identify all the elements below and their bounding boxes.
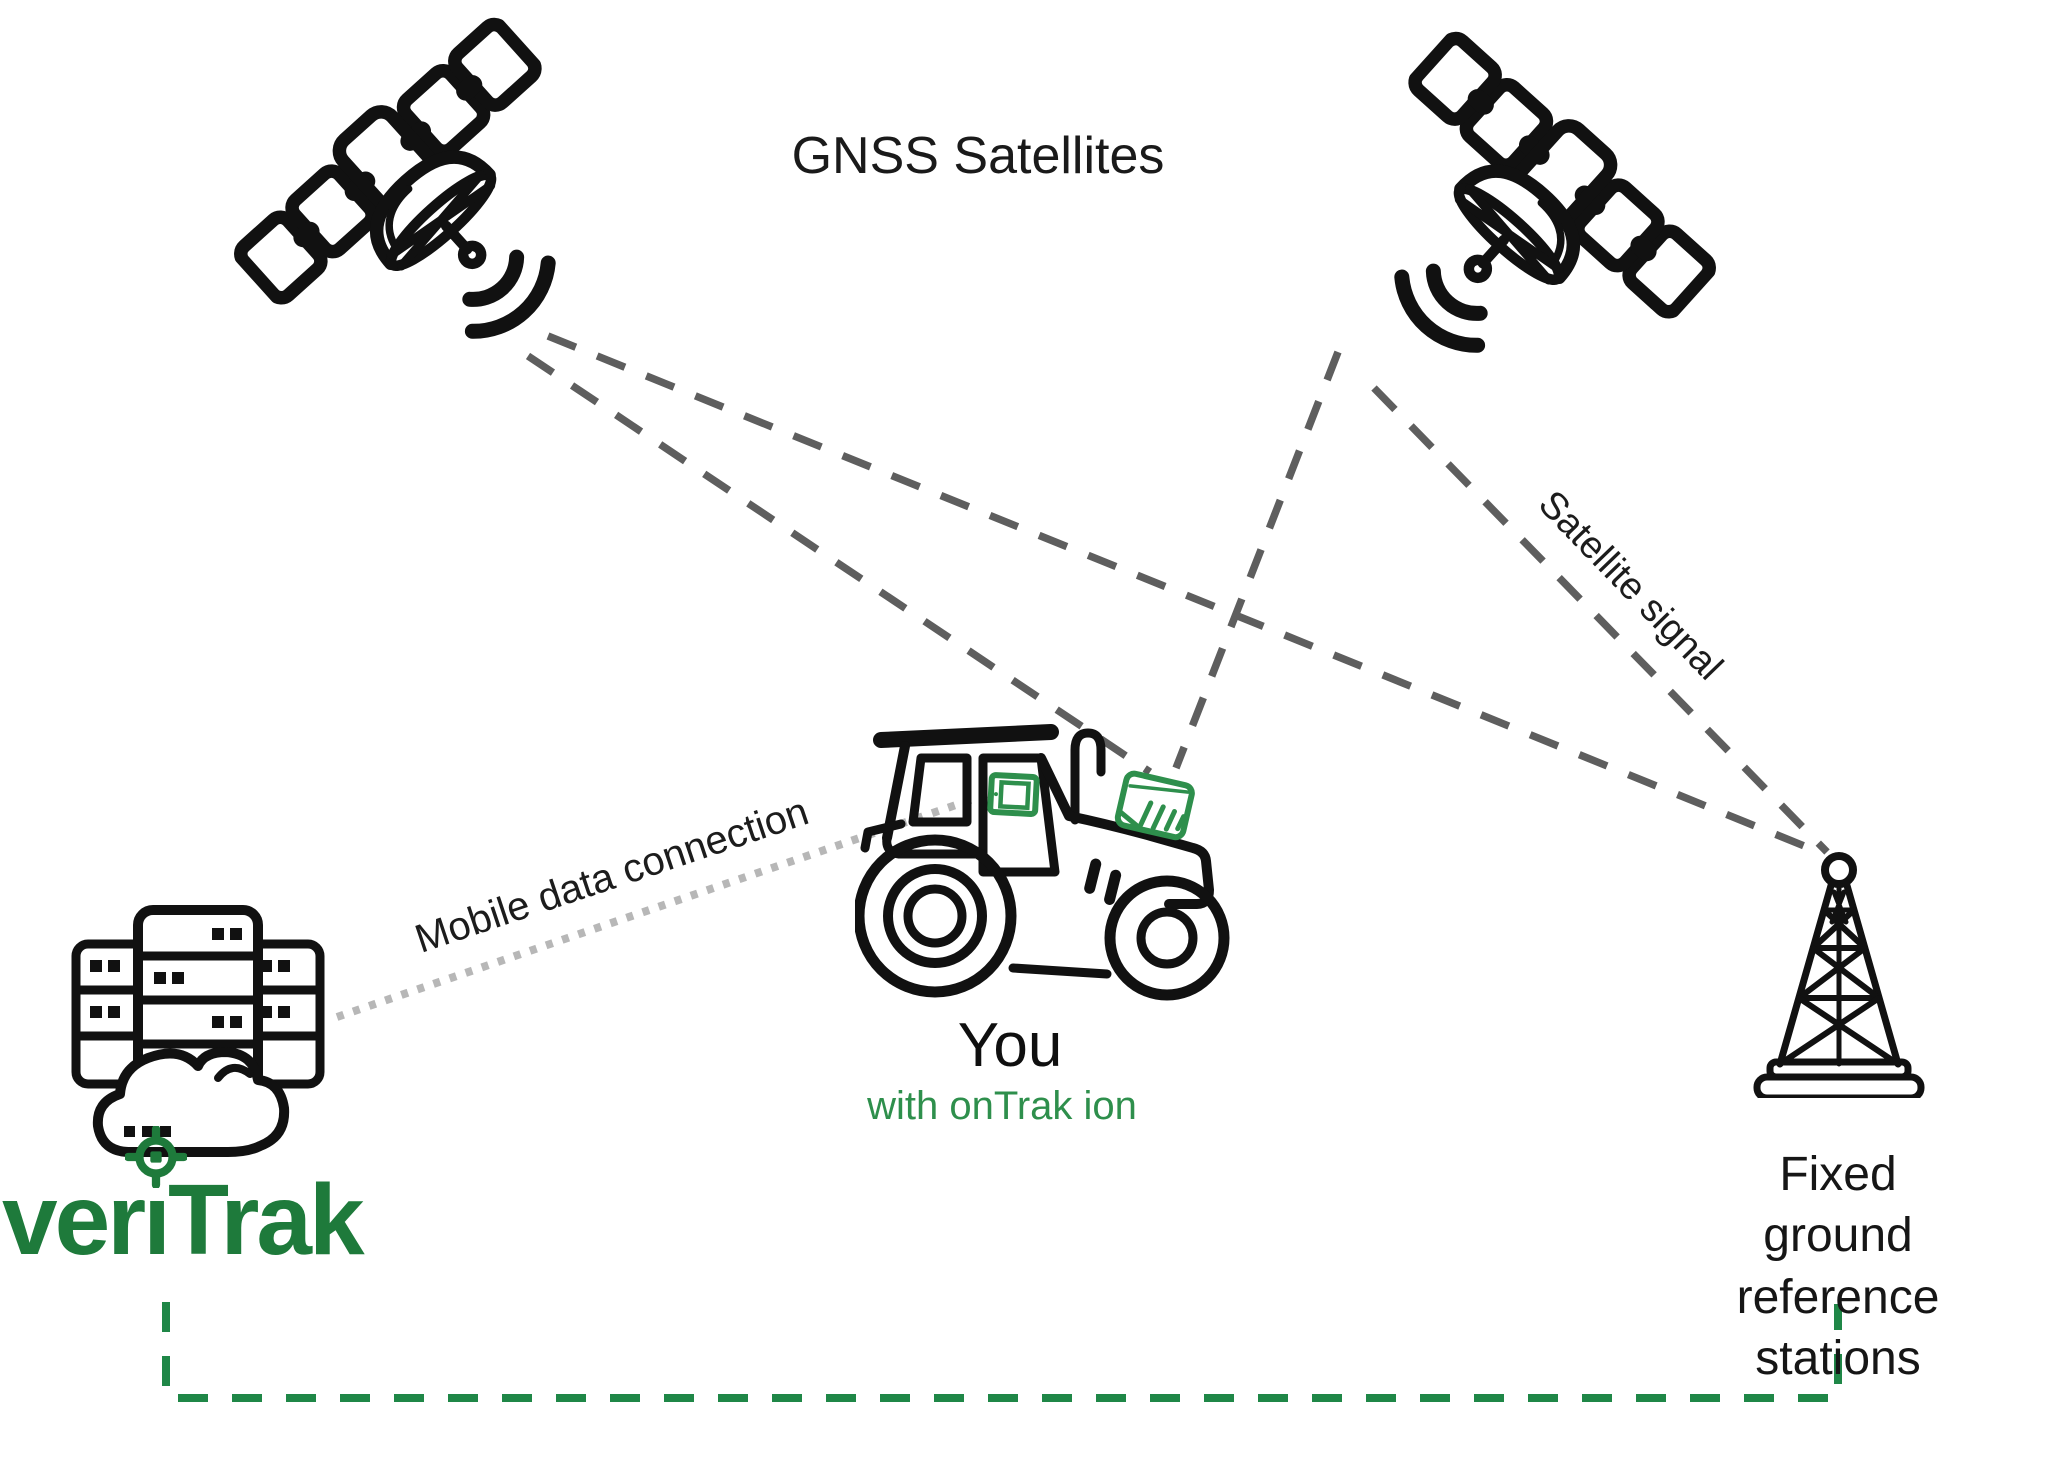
mobile-data-line: [335, 790, 990, 1021]
reference-station-tower-icon: [1750, 848, 1930, 1103]
tractor-icon: [853, 720, 1255, 1015]
signal-line-right-sat-to-tower: [1371, 385, 1830, 855]
ground-station-label: Fixed ground reference stations: [1733, 1144, 1943, 1390]
you-label: You: [957, 1011, 1063, 1080]
signal-line-left-sat-to-tractor: [525, 352, 1153, 776]
diagram-title: GNSS Satellites: [791, 127, 1165, 185]
ground-station-label-line2: reference stations: [1736, 1270, 1940, 1386]
server-cloud-icon: [68, 902, 328, 1162]
you-sublabel: with onTrak ion: [867, 1084, 1137, 1128]
veritrak-to-station-link-line: [162, 1302, 1842, 1402]
veritrak-logo: verı Trak: [2, 1126, 365, 1270]
hood-vents: [1084, 858, 1122, 905]
gnss-satellite-right-icon: [1266, 0, 1774, 476]
signal-line-right-sat-to-tractor: [1172, 350, 1342, 770]
ground-station-label-line1: Fixed ground: [1763, 1148, 1913, 1263]
ontrak-ion-receiver-icon: [1114, 770, 1195, 841]
cab-tablet-icon: [987, 772, 1040, 817]
logo-text-after-i: Trak: [167, 1164, 365, 1276]
signal-line-left-sat-to-tower: [546, 332, 1826, 858]
gnss-satellite-left-icon: [176, 0, 684, 462]
logo-text-before-i: ver: [2, 1164, 146, 1276]
crosshair-target-icon: [125, 1126, 188, 1188]
